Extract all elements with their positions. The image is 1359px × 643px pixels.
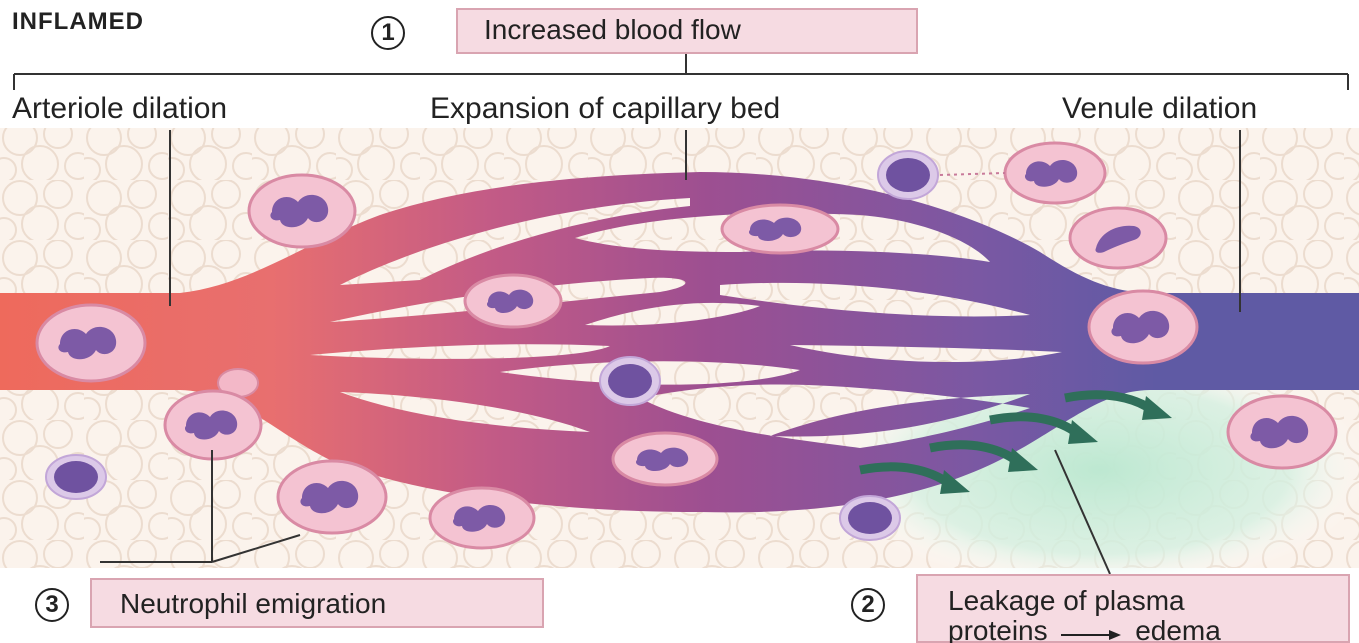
callout-neutrophil-emigration: Neutrophil emigration [90,578,544,628]
neutrophil [249,175,355,247]
diagram-title: INFLAMED [12,8,144,36]
arrow-right-icon [1061,618,1121,643]
lymphocyte [878,151,938,199]
label-arteriole-dilation: Arteriole dilation [12,92,227,126]
callout-leakage-plasma-proteins: Leakage of plasma proteins edema [916,574,1350,643]
lymphocyte [600,357,660,405]
lymphocyte [840,496,900,540]
neutrophil [278,461,386,533]
callout-leakage-line1: Leakage of plasma [948,586,1348,616]
neutrophil [1228,396,1336,468]
neutrophil [1070,208,1166,268]
callout-neutrophil-emigration-text: Neutrophil emigration [120,588,386,619]
neutrophil [37,305,145,381]
neutrophil [165,391,261,459]
neutrophil [613,433,717,485]
neutrophil [465,275,561,327]
callout-number-1: 1 [371,16,405,50]
neutrophil [1089,291,1197,363]
callout-leakage-line2: proteins edema [948,616,1348,643]
neutrophil [1005,143,1105,203]
callout-number-2: 2 [851,588,885,622]
callout-increased-blood-flow-text: Increased blood flow [484,14,741,45]
neutrophil [722,205,838,253]
label-expansion-capillary-bed: Expansion of capillary bed [430,92,780,126]
neutrophil [430,488,534,548]
callout-leakage-proteins: proteins [948,615,1048,643]
label-venule-dilation: Venule dilation [1062,92,1257,126]
label-bracket [14,52,1348,90]
callout-increased-blood-flow: Increased blood flow [456,8,918,54]
callout-number-3: 3 [35,588,69,622]
lymphocyte [46,455,106,499]
callout-leakage-edema: edema [1135,615,1221,643]
